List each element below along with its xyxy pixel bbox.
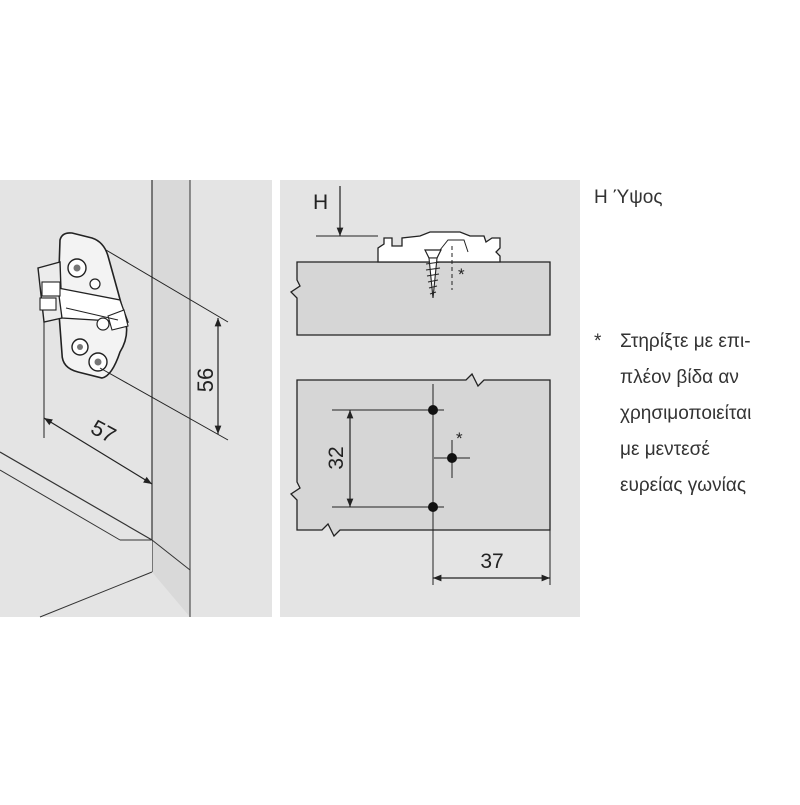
dimension-37-label: 37 — [480, 550, 503, 573]
height-symbol-label: H — [313, 191, 328, 214]
dimension-56 — [99, 249, 229, 441]
extra-screw-note: Στηρίξτε με επι- πλέον βίδα αν χρησιμοπο… — [620, 324, 796, 504]
middle-panel: H * * — [280, 180, 580, 617]
dimension-37 — [433, 530, 551, 585]
mounting-plate-illustration — [37, 232, 129, 379]
dimension-32 — [332, 409, 428, 508]
top-extra-screw-star: * — [456, 429, 463, 448]
height-legend: H Ύψος — [594, 187, 663, 208]
note-star: * — [594, 331, 602, 352]
screw-illustration — [424, 249, 442, 299]
note-line: με μεντεσέ — [620, 439, 710, 460]
hole-bottom — [428, 502, 438, 512]
dimension-32-label: 32 — [325, 446, 348, 469]
side-wall-edge — [152, 180, 190, 617]
side-extra-screw-star: * — [458, 265, 465, 284]
hole-pattern — [422, 384, 470, 585]
top-view-board — [289, 372, 551, 538]
note-line: Στηρίξτε με επι- — [620, 331, 751, 352]
cabinet-bottom — [0, 452, 152, 617]
left-panel: 56 57 — [0, 180, 272, 618]
hole-top — [428, 405, 438, 415]
plate-profile — [377, 231, 501, 263]
dimension-56-label: 56 — [193, 368, 218, 392]
note-line: χρησιμοποιείται — [620, 403, 752, 424]
side-view-board — [289, 261, 551, 336]
note-line: ευρείας γωνίας — [620, 475, 746, 496]
dimension-57 — [43, 322, 153, 485]
hole-extra — [447, 453, 457, 463]
note-line: πλέον βίδα αν — [620, 367, 739, 388]
